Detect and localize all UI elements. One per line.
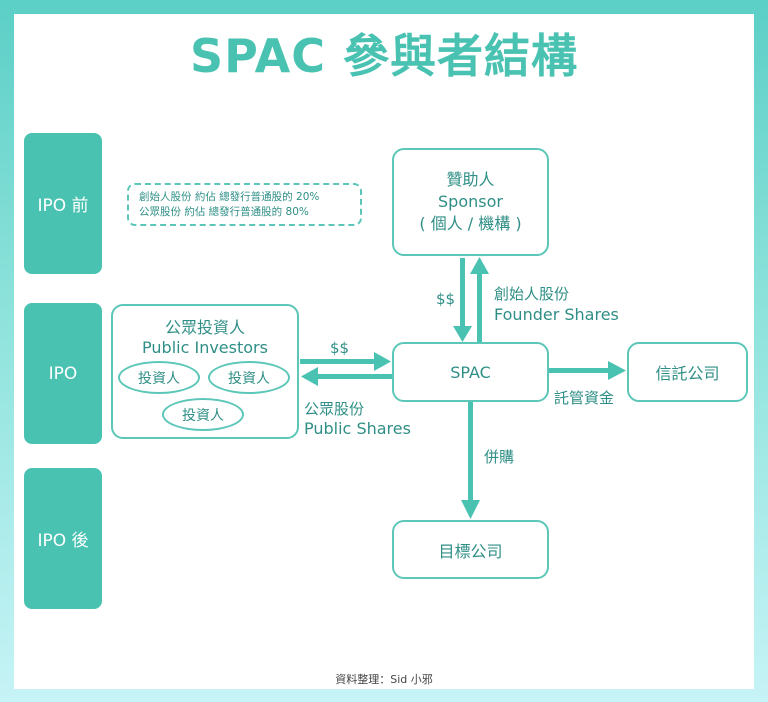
stage-post-ipo: IPO 後: [24, 468, 102, 609]
public-money-label: $$: [330, 339, 350, 357]
sponsor-label-en: Sponsor: [438, 192, 503, 211]
trust-funds-arrow-head: [608, 361, 626, 380]
investor-ellipse: 投資人: [118, 361, 200, 394]
page-title: SPAC 參與者結構: [190, 29, 578, 83]
share-ratio-note: 創始人股份 約佔 總發行普通股的 20% 公眾股份 約佔 總發行普通股的 80%: [127, 183, 362, 226]
merger-arrow-shaft: [468, 402, 473, 502]
public-investors-title-zh: 公眾投資人: [164, 318, 245, 337]
founder-shares-arrow-head: [470, 257, 489, 274]
target-company-box: 目標公司: [392, 520, 549, 579]
sponsor-label-zh: 贊助人: [446, 170, 495, 189]
public-shares-label-zh: 公眾股份: [304, 400, 365, 418]
investor-ellipse: 投資人: [208, 361, 290, 394]
founder-shares-arrow-shaft: [477, 272, 482, 342]
sponsor-money-label: $$: [436, 290, 456, 308]
trust-funds-arrow-shaft: [549, 368, 610, 373]
trust-company-box: 信託公司: [627, 342, 748, 402]
note-line-founder: 創始人股份 約佔 總發行普通股的 20%: [139, 190, 320, 203]
trust-funds-label: 託管資金: [554, 389, 615, 407]
stage-ipo: IPO: [24, 303, 102, 444]
public-investors-title-en: Public Investors: [142, 338, 268, 357]
founder-shares-label-zh: 創始人股份: [494, 285, 570, 303]
founder-shares-label-en: Founder Shares: [494, 305, 619, 324]
public-shares-arrow-shaft: [316, 374, 392, 379]
sponsor-money-arrow-head: [453, 326, 472, 342]
investor-ellipse: 投資人: [162, 398, 244, 431]
sponsor-box: 贊助人 Sponsor ( 個人 / 機構 ): [392, 148, 549, 256]
note-line-public: 公眾股份 約佔 總發行普通股的 80%: [139, 205, 309, 218]
public-shares-arrow-head: [301, 367, 318, 386]
public-money-arrow-shaft: [300, 359, 376, 364]
stage-pre-ipo: IPO 前: [24, 133, 102, 274]
merger-arrow-head: [461, 500, 480, 519]
spac-box: SPAC: [392, 342, 549, 402]
public-shares-label-en: Public Shares: [304, 419, 411, 438]
sponsor-label-type: ( 個人 / 機構 ): [419, 214, 522, 233]
sponsor-money-arrow-shaft: [460, 258, 465, 328]
source-credit: 資料整理：Sid 小邪: [335, 673, 433, 686]
public-money-arrow-head: [374, 352, 391, 371]
merger-label: 併購: [484, 448, 515, 466]
